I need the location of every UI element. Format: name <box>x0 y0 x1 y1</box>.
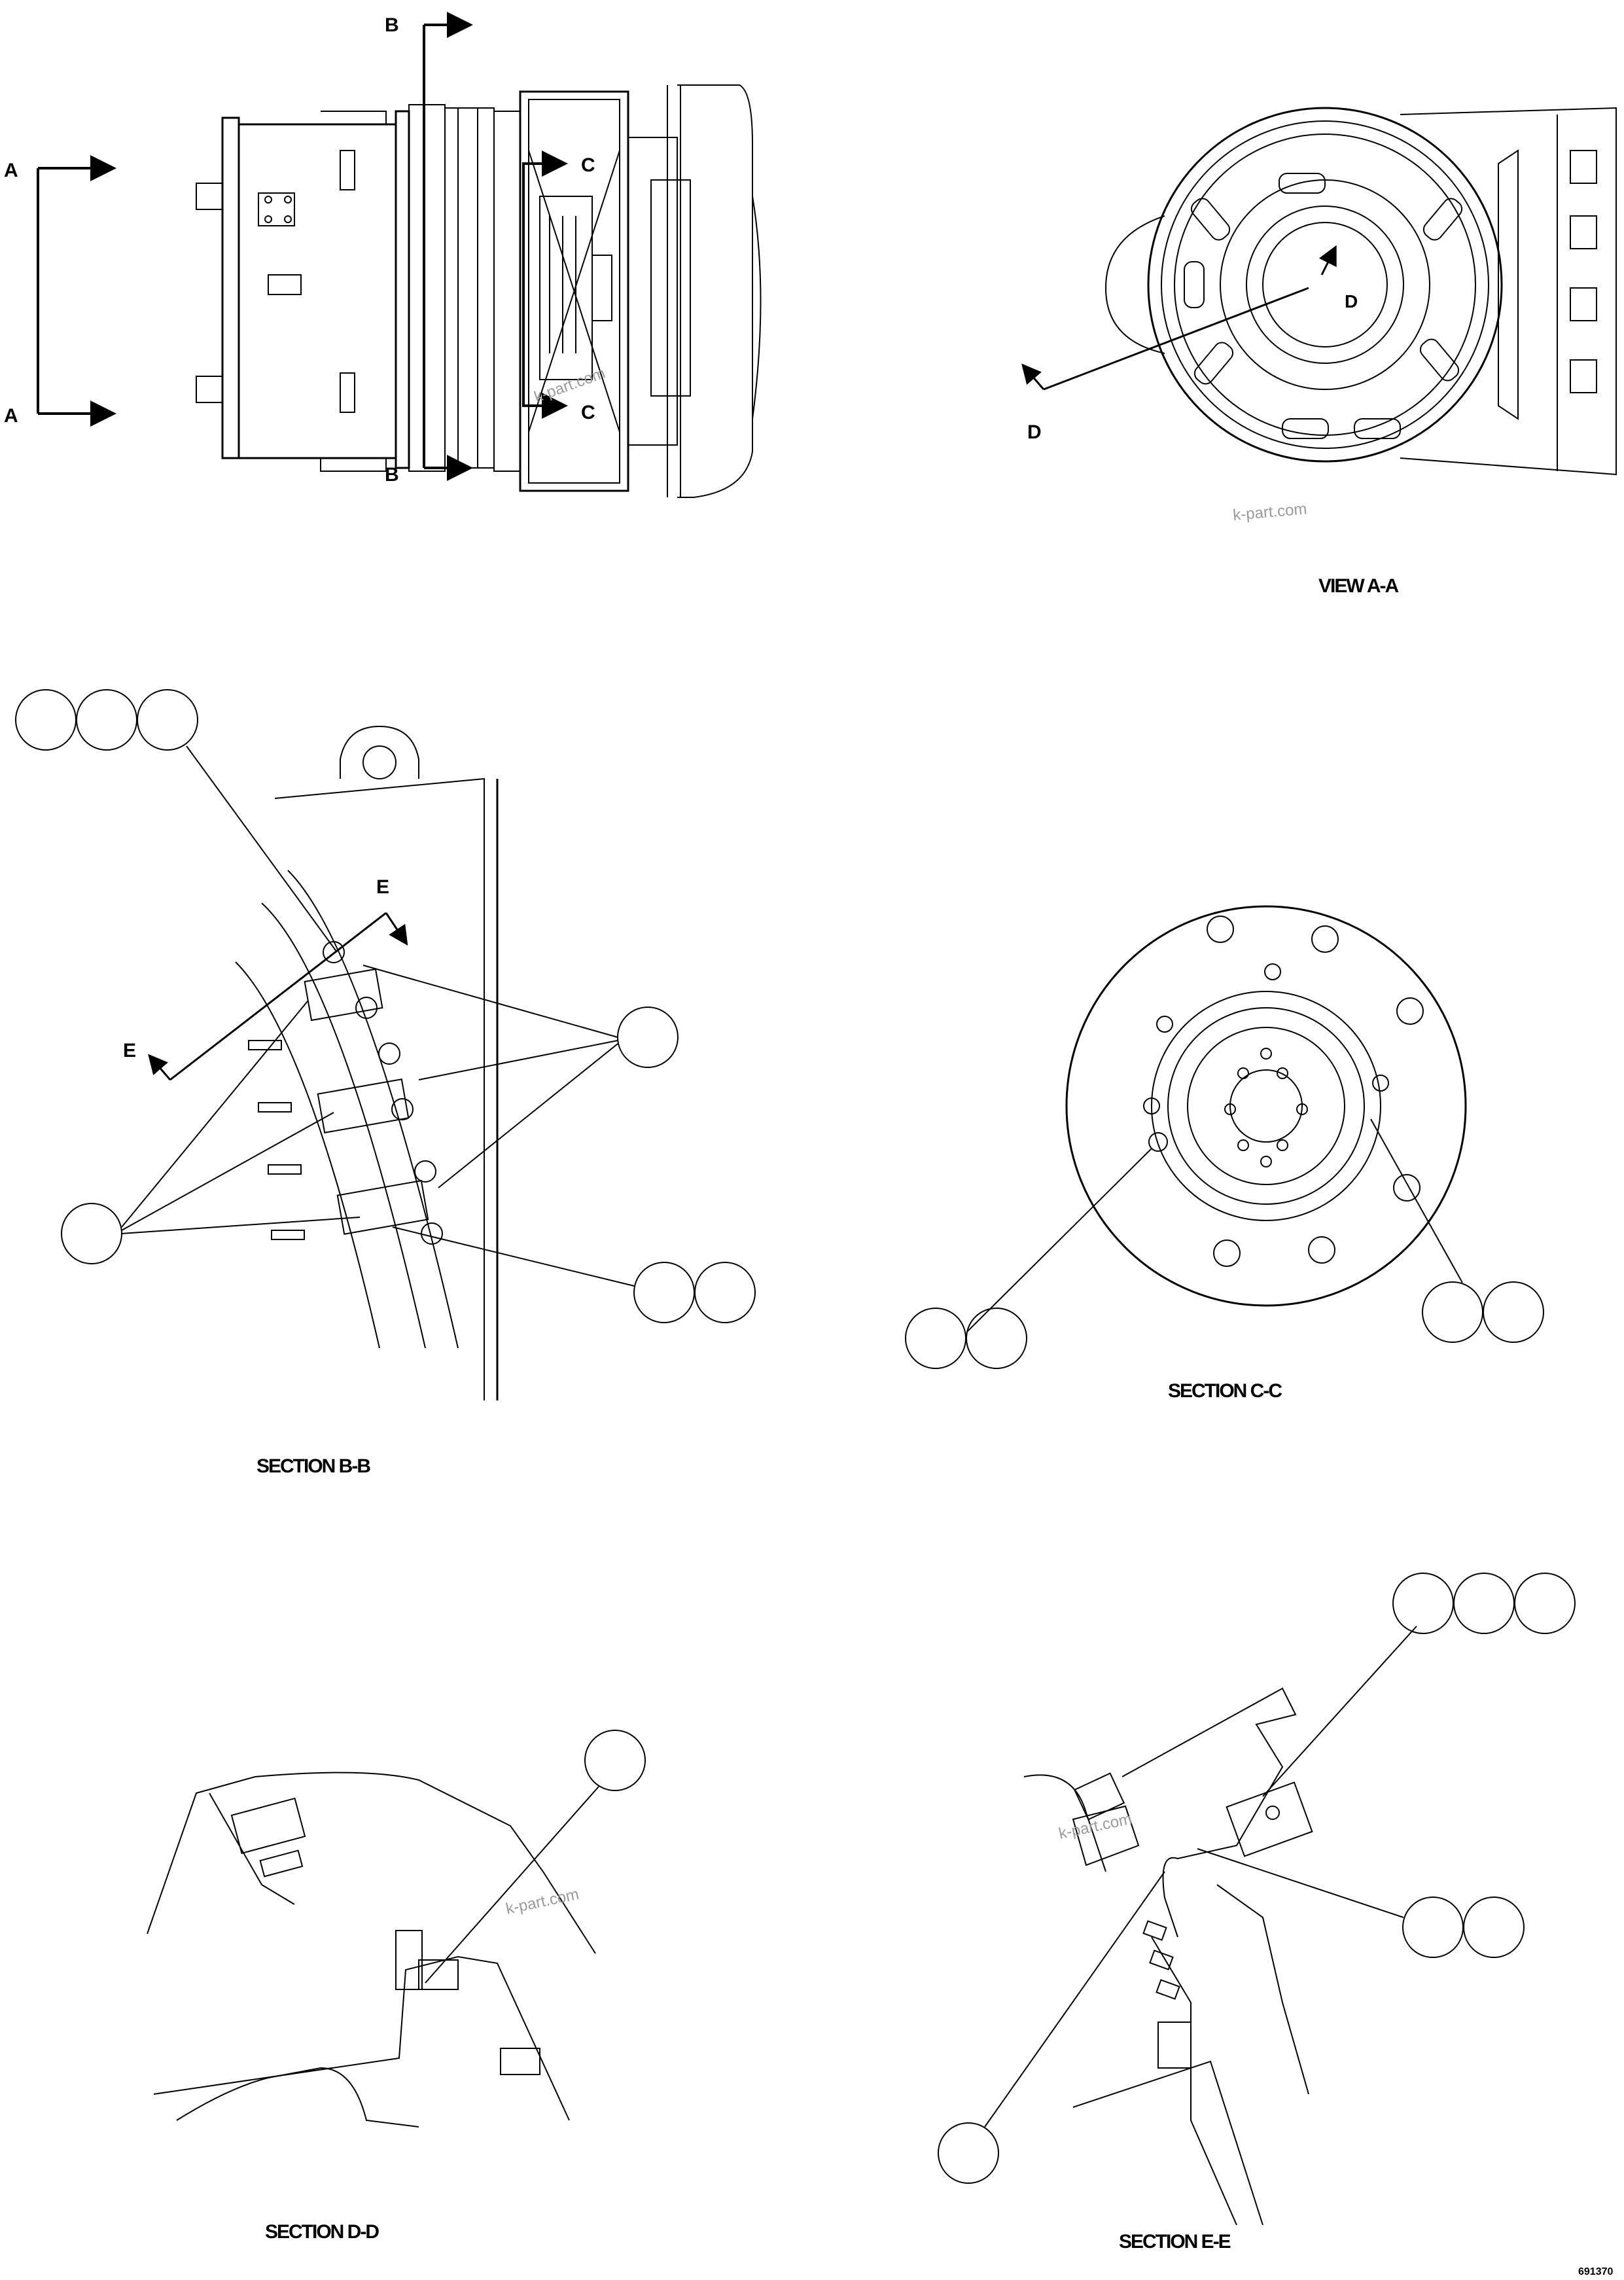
watermark-view-aa: k-part.com <box>1232 500 1307 524</box>
caption-section-bb: SECTION B-B <box>256 1455 370 1477</box>
caption-section-dd: SECTION D-D <box>265 2221 379 2243</box>
marker-e-top: E <box>376 876 389 898</box>
watermark-section-ee: k-part.com <box>1057 1810 1133 1843</box>
marker-b-bottom: B <box>385 464 399 486</box>
side-elevation-view <box>37 12 762 498</box>
caption-view-aa: VIEW A-A <box>1318 575 1399 597</box>
caption-section-ee: SECTION E-E <box>1119 2231 1231 2253</box>
marker-c-bottom: C <box>581 402 595 423</box>
drawing-number: 691370 <box>1578 2266 1613 2277</box>
marker-d: D <box>1027 421 1042 443</box>
section-dd-drawing <box>147 1730 646 2128</box>
watermark-side: k-part.com <box>532 364 608 406</box>
marker-a-top: A <box>4 160 18 181</box>
view-aa-drawing <box>1021 107 1617 476</box>
section-ee-drawing <box>938 1573 1576 2226</box>
marker-d-inner: D <box>1345 291 1358 312</box>
marker-c-top: C <box>581 154 595 176</box>
section-cc-drawing <box>905 905 1544 1369</box>
caption-section-cc: SECTION C-C <box>1168 1380 1282 1402</box>
marker-e-left: E <box>123 1040 136 1061</box>
section-bb-drawing <box>15 689 756 1400</box>
marker-a-bottom: A <box>4 405 18 427</box>
marker-b-top: B <box>385 14 399 36</box>
